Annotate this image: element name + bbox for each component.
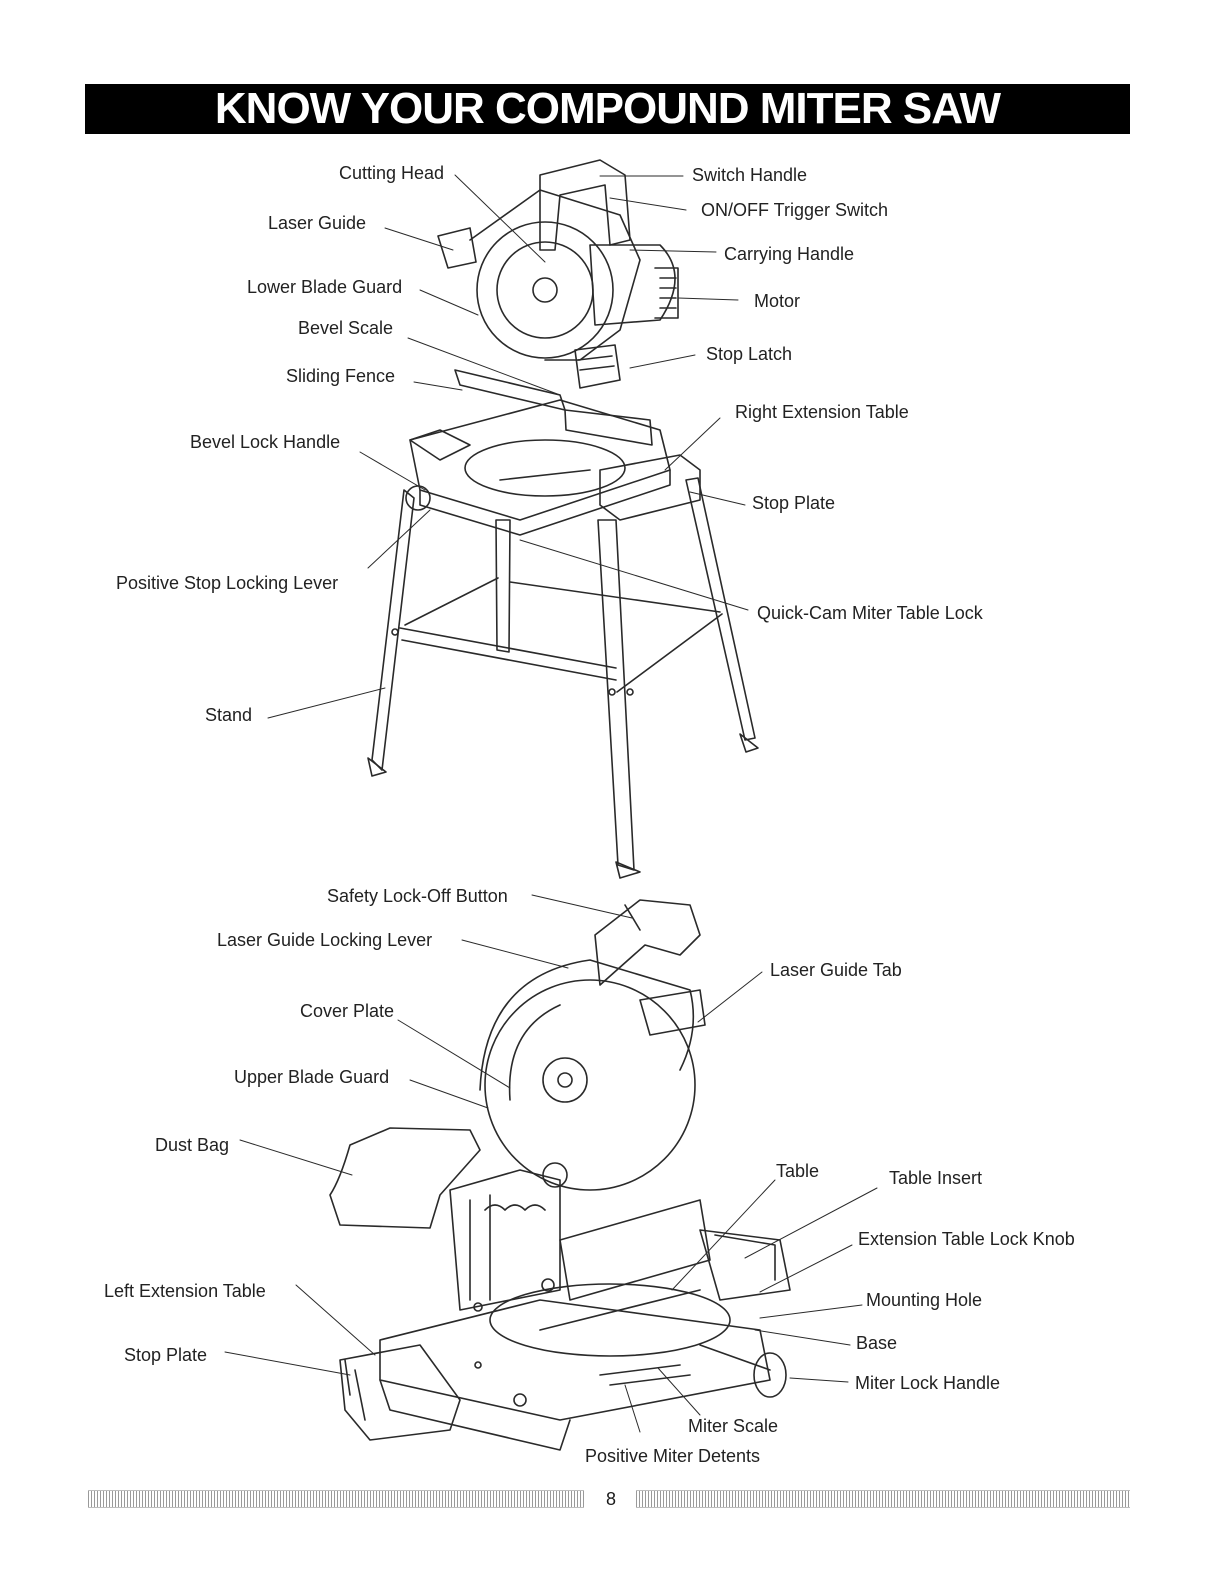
label-stop-plate-bottom: Stop Plate [124,1345,208,1365]
bottom-saw-drawing [329,899,791,1451]
label-quick-cam-miter-table-lock: Quick-Cam Miter Table Lock [757,603,983,623]
label-on-off-trigger-switch: ON/OFF Trigger Switch [701,200,889,220]
label-left-extension-table: Left Extension Table [104,1281,266,1301]
label-bevel-lock-handle: Bevel Lock Handle [190,432,341,452]
label-laser-guide-tab: Laser Guide Tab [770,960,902,980]
label-lower-blade-guard: Lower Blade Guard [247,277,403,297]
label-table-insert: Table Insert [889,1168,983,1188]
label-laser-guide-locking-lever: Laser Guide Locking Lever [217,930,433,950]
label-miter-scale: Miter Scale [688,1416,779,1436]
footer-hatch-right [636,1490,1130,1508]
label-laser-guide: Laser Guide [268,213,367,233]
label-positive-miter-detents: Positive Miter Detents [585,1446,761,1466]
label-carrying-handle: Carrying Handle [724,244,855,264]
label-sliding-fence: Sliding Fence [286,366,396,386]
label-positive-stop-locking-lever: Positive Stop Locking Lever [116,573,339,593]
top-saw-drawing [405,159,701,536]
label-right-extension-table: Right Extension Table [735,402,909,422]
page-title: KNOW YOUR COMPOUND MITER SAW [85,84,1130,134]
label-safety-lock-off-button: Safety Lock-Off Button [327,886,508,906]
bottom-leader-lines [224,894,878,1433]
label-extension-table-lock-knob: Extension Table Lock Knob [858,1229,1075,1249]
page-number: 8 [605,1489,616,1509]
label-stop-latch: Stop Latch [706,344,793,364]
footer-hatch-left [88,1490,584,1508]
label-upper-blade-guard: Upper Blade Guard [234,1067,390,1087]
label-cover-plate: Cover Plate [300,1001,395,1021]
label-bevel-scale: Bevel Scale [298,318,394,338]
stand-drawing [367,477,759,879]
label-dust-bag: Dust Bag [155,1135,230,1155]
label-base: Base [856,1333,898,1353]
label-mounting-hole: Mounting Hole [866,1290,983,1310]
label-stop-plate-top: Stop Plate [752,493,836,513]
label-switch-handle: Switch Handle [692,165,808,185]
label-cutting-head: Cutting Head [339,163,445,183]
label-miter-lock-handle: Miter Lock Handle [855,1373,1001,1393]
label-stand: Stand [205,705,253,725]
label-motor: Motor [754,291,801,311]
top-leader-lines [267,174,749,719]
label-table: Table [776,1161,820,1181]
